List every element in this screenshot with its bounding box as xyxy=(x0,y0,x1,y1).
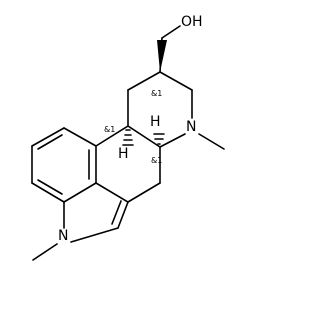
bond-c8-c7 xyxy=(159,71,193,91)
bond-o-ch2 xyxy=(161,25,181,39)
bond-n6-methyl xyxy=(198,133,225,150)
stereo-label-c10: &1 xyxy=(104,125,115,134)
bond-c14-c15-inner xyxy=(37,179,63,195)
molecule-drawing: OH N N H H &1 &1 &1 xyxy=(31,14,225,261)
indole-n-label: N xyxy=(58,228,68,244)
bond-n1-c2 xyxy=(70,227,119,243)
h-lower-label: H xyxy=(118,146,129,162)
stereo-label-c8: &1 xyxy=(151,89,162,98)
bond-c12-c13 xyxy=(31,127,65,147)
bond-c3-c16 xyxy=(95,182,129,203)
bond-c15-c16 xyxy=(63,182,97,203)
amine-n-label: N xyxy=(186,119,196,135)
bond-n6-c5 xyxy=(159,133,186,148)
bond-c12-c13-inner xyxy=(37,134,63,150)
h-upper-label: H xyxy=(150,114,161,130)
bond-c2-c3-inner xyxy=(111,200,122,225)
stereo-label-c5: &1 xyxy=(151,156,162,165)
hash-h-c5 xyxy=(153,133,165,145)
bond-c10-c11 xyxy=(95,125,129,147)
bond-c8-c9 xyxy=(127,71,161,91)
bond-c14-c15 xyxy=(31,182,65,203)
bond-c2-c3 xyxy=(117,201,129,229)
bond-n1-methyl xyxy=(32,243,58,261)
bond-c4-c3 xyxy=(127,182,161,203)
hash-h-c10 xyxy=(122,129,134,146)
structure-svg: OH N N H H &1 &1 &1 xyxy=(31,14,225,261)
bond-c5-c10 xyxy=(127,125,161,148)
hydroxyl-label: OH xyxy=(181,14,203,30)
bond-c11-c12 xyxy=(63,127,97,147)
wedge-c8 xyxy=(157,40,167,72)
